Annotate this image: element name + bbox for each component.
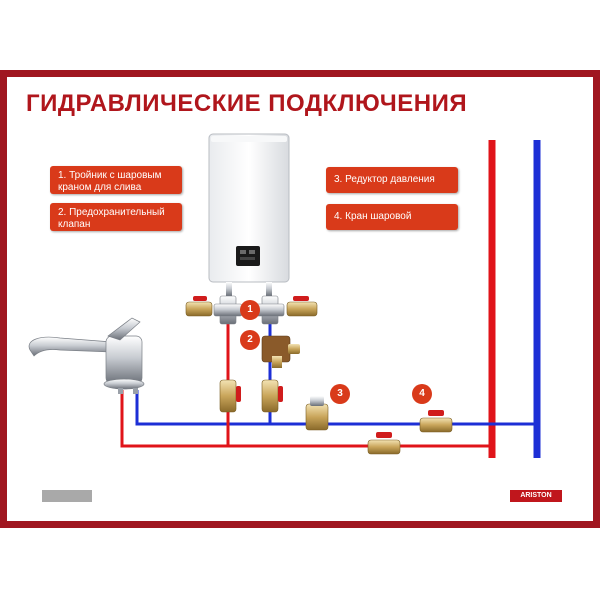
upper-tee-left: [213, 295, 243, 325]
gray-placeholder-bar: [42, 490, 92, 502]
pressure-reducer: [305, 396, 329, 431]
lower-ball-valve-right: [261, 379, 283, 413]
brand-logo: ARISTON: [510, 490, 562, 502]
upper-tee-right: [255, 295, 285, 325]
badge-1: 1: [240, 300, 260, 320]
upper-ball-valve-left: [185, 296, 213, 317]
callout-2: 2. Предохранительный клапан: [50, 203, 182, 231]
heater-display-panel: [236, 246, 260, 266]
water-heater: [208, 133, 290, 296]
badge-2: 2: [240, 330, 260, 350]
callout-3: 3. Редуктор давления: [326, 167, 458, 193]
upper-ball-valve-right: [286, 296, 318, 317]
ball-valve-hot-line: [367, 432, 401, 455]
badge-4: 4: [412, 384, 432, 404]
faucet: [28, 317, 145, 394]
safety-valve: [261, 335, 300, 368]
cold-supply-line: [135, 390, 537, 426]
callout-4: 4. Кран шаровой: [326, 204, 458, 230]
lower-ball-valve-left: [219, 379, 241, 413]
callout-1: 1. Тройник с шаровым краном для слива: [50, 166, 182, 194]
ball-valve-cold-line: [419, 410, 453, 433]
slide-frame: [0, 70, 600, 528]
badge-3: 3: [330, 384, 350, 404]
page-title: ГИДРАВЛИЧЕСКИЕ ПОДКЛЮЧЕНИЯ: [26, 90, 468, 117]
